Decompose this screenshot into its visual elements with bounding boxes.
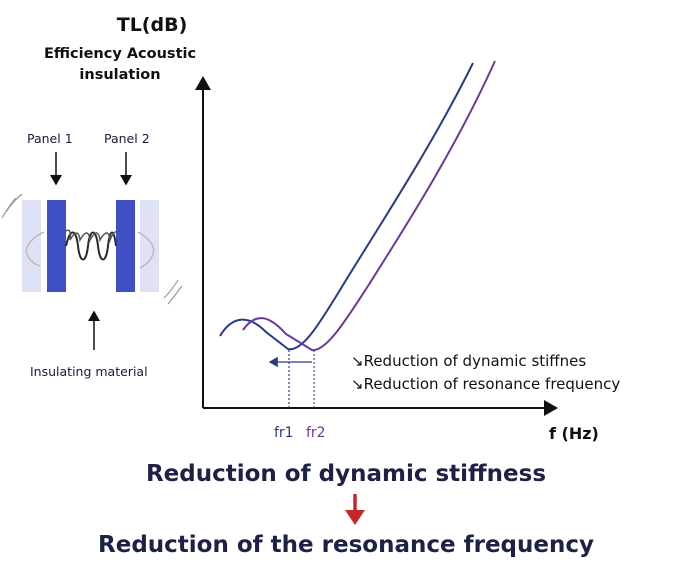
fr2-label: fr2 <box>306 425 326 441</box>
spring-coil-back <box>63 229 119 243</box>
y-axis-subtitle-line1: Efficiency Acoustic <box>43 46 197 62</box>
panel2-label: Panel 2 <box>104 131 150 146</box>
x-axis-title: f (Hz) <box>549 424 599 443</box>
hatch-left <box>1 193 23 219</box>
fr1-label: fr1 <box>274 425 294 441</box>
conclusion-arrow-head <box>345 510 365 525</box>
curve-after <box>242 60 496 352</box>
conclusion-line2: Reduction of the resonance frequency <box>98 532 594 558</box>
spring-coil <box>65 231 117 261</box>
hatch-right <box>163 279 183 305</box>
panel-schematic <box>1 152 183 350</box>
wave-right <box>137 231 155 269</box>
outer-layer-left <box>22 200 41 292</box>
insulating-material-label: Insulating material <box>30 364 148 379</box>
wave-left <box>25 231 45 267</box>
panel1-label: Panel 1 <box>27 131 73 146</box>
outer-layer-right <box>140 200 159 292</box>
panel2-rect <box>116 200 135 292</box>
y-axis-subtitle-line2: insulation <box>79 67 161 83</box>
curve-before <box>219 62 474 351</box>
note-resonance-frequency: ↘Reduction of resonance frequency <box>351 375 621 393</box>
note-dynamic-stiffness: ↘Reduction of dynamic stiffnes <box>351 352 587 370</box>
conclusion-line1: Reduction of dynamic stiffness <box>145 461 547 487</box>
panel1-rect <box>47 200 66 292</box>
y-axis-subtitle: Efficiency Acoustic insulation <box>30 44 210 86</box>
y-axis-title: TL(dB) <box>116 14 188 36</box>
